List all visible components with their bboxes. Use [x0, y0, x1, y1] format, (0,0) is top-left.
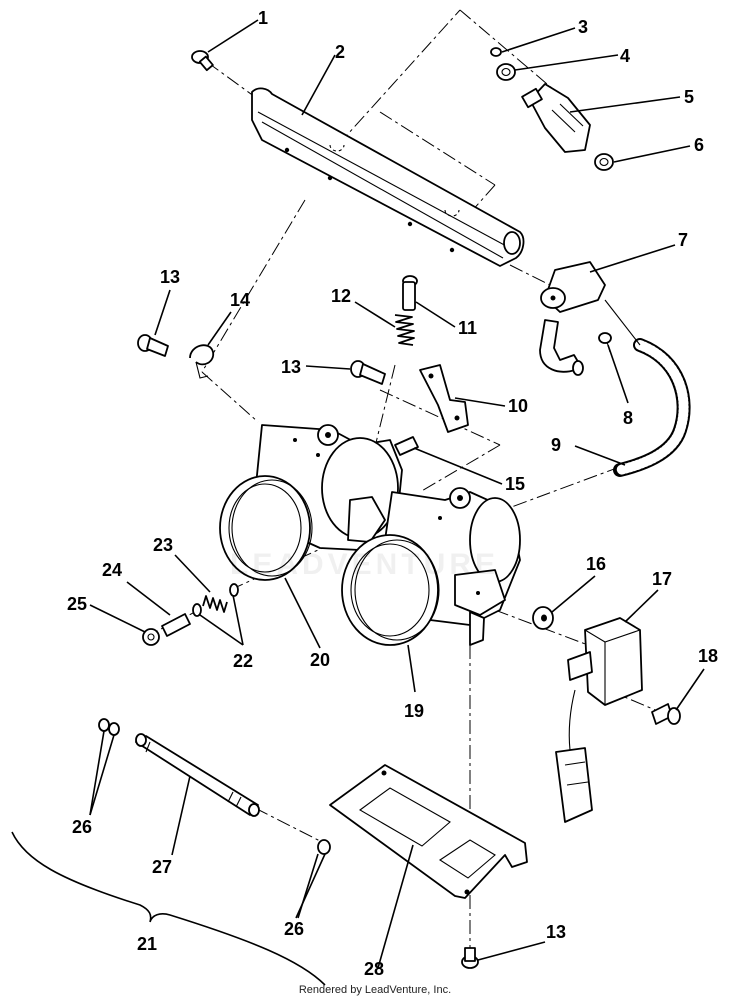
- fuel-injector-icon: [521, 83, 591, 153]
- callout-13: 13: [160, 267, 180, 287]
- callout-26: 26: [72, 817, 92, 837]
- spring-icon: [202, 595, 228, 613]
- screw-icon: [461, 947, 479, 969]
- leader-lines: [89, 19, 705, 969]
- callout-26: 26: [284, 919, 304, 939]
- callout-16: 16: [586, 554, 606, 574]
- callout-2: 2: [335, 42, 345, 62]
- pin-icon: [394, 436, 419, 456]
- o-ring-icon: [490, 47, 502, 57]
- callout-1: 1: [258, 8, 268, 28]
- callout-25: 25: [67, 594, 87, 614]
- callout-27: 27: [152, 857, 172, 877]
- clip-icon: [189, 344, 215, 379]
- callout-9: 9: [551, 435, 561, 455]
- callout-21: 21: [137, 934, 157, 954]
- screw-icon: [402, 275, 418, 311]
- seal-icon: [496, 63, 516, 81]
- seal-icon: [594, 153, 614, 171]
- brace-icon: [11, 831, 326, 986]
- pressure-regulator-icon: [539, 261, 606, 376]
- sensor-icon: [555, 617, 643, 823]
- screw-icon: [161, 613, 191, 637]
- callout-17: 17: [652, 569, 672, 589]
- callout-3: 3: [578, 17, 588, 37]
- callout-22: 22: [233, 651, 253, 671]
- washer-icon: [532, 606, 554, 630]
- callout-14: 14: [230, 290, 250, 310]
- callout-19: 19: [404, 701, 424, 721]
- screw-icon: [191, 50, 214, 72]
- callout-6: 6: [694, 135, 704, 155]
- callout-11: 11: [458, 318, 477, 338]
- screw-icon: [137, 334, 169, 357]
- alignment-lines: [144, 9, 661, 950]
- screw-icon: [651, 703, 681, 725]
- callout-13: 13: [281, 357, 301, 377]
- callout-7: 7: [678, 230, 688, 250]
- callout-20: 20: [310, 650, 330, 670]
- callout-5: 5: [684, 87, 694, 107]
- callout-13: 13: [546, 922, 566, 942]
- throttle-body-icon: [219, 424, 403, 581]
- callout-12: 12: [331, 286, 351, 306]
- callout-8: 8: [623, 408, 633, 428]
- callout-numbers: 1 2 3 4 5 6 7 8 9 10 11 12 13 13 13 14 1…: [67, 8, 718, 979]
- callout-28: 28: [364, 959, 384, 979]
- bracket-icon: [419, 364, 469, 433]
- spring-icon: [394, 314, 415, 346]
- callout-15: 15: [505, 474, 525, 494]
- callout-18: 18: [698, 646, 718, 666]
- callout-4: 4: [620, 46, 630, 66]
- screw-icon: [350, 360, 386, 385]
- throttle-body-icon: [341, 487, 521, 646]
- watermark: LEADVENTURE: [230, 548, 500, 581]
- fuel-rail-icon: [251, 87, 525, 267]
- tube-icon: [135, 733, 260, 817]
- callout-24: 24: [102, 560, 122, 580]
- washer-icon: [192, 583, 239, 617]
- callout-10: 10: [508, 396, 528, 416]
- nut-icon: [142, 628, 160, 646]
- hose-icon: [604, 299, 691, 477]
- footer-credit: Rendered by LeadVenture, Inc.: [298, 984, 452, 996]
- callout-23: 23: [153, 535, 173, 555]
- bracket-icon: [329, 764, 528, 899]
